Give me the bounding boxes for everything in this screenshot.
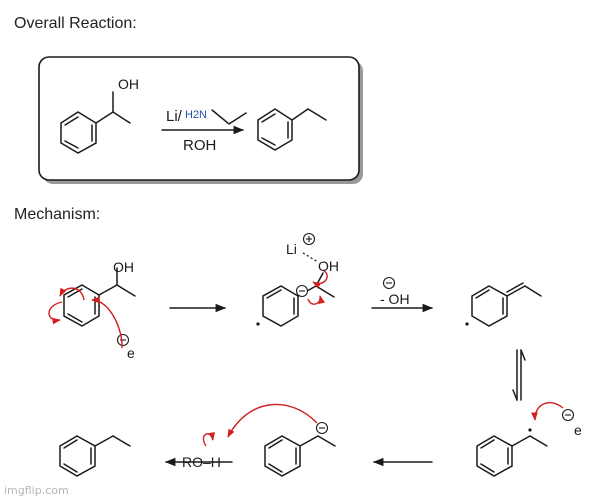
watermark: imgflip.com: [4, 484, 69, 497]
overall-reaction-box: [38, 56, 360, 181]
mechanism-header: Mechanism:: [14, 206, 101, 223]
mechanism-start-molecule: [63, 267, 136, 327]
benzylic-radical-molecule: [476, 435, 548, 477]
radical-molecule: [471, 282, 542, 327]
reagent-amine-label: H2N: [185, 109, 207, 121]
benzylic-anion-molecule: [264, 435, 336, 477]
product-molecule: [257, 108, 327, 151]
radical-dot: [528, 428, 532, 432]
electron-push-arrows: [48, 269, 564, 447]
step2-oh-label: OH: [318, 258, 339, 274]
reactant-oh-label: OH: [118, 76, 139, 92]
alcohol-proton-label: RO–H: [182, 454, 221, 470]
electron-label: e: [127, 345, 135, 361]
electron-2-label: e: [574, 422, 582, 438]
loss-of-hydroxide-label: - OH: [380, 291, 410, 307]
equilibrium-arrows: [512, 349, 526, 401]
radical-anion-molecule: [262, 272, 335, 327]
lithium-label: Li: [286, 241, 297, 257]
reagent-roh-label: ROH: [183, 137, 216, 154]
reactant-molecule: [60, 91, 131, 154]
radical-dot: [256, 322, 260, 326]
overall-reaction-header: Overall Reaction:: [14, 15, 137, 32]
reagent-li-label: Li/: [166, 108, 183, 125]
radical-dot: [465, 322, 469, 326]
step1-oh-label: OH: [113, 259, 134, 275]
amine-chain: [211, 109, 247, 125]
li-oxygen-interaction: [302, 252, 319, 263]
final-product-molecule: [59, 435, 131, 477]
